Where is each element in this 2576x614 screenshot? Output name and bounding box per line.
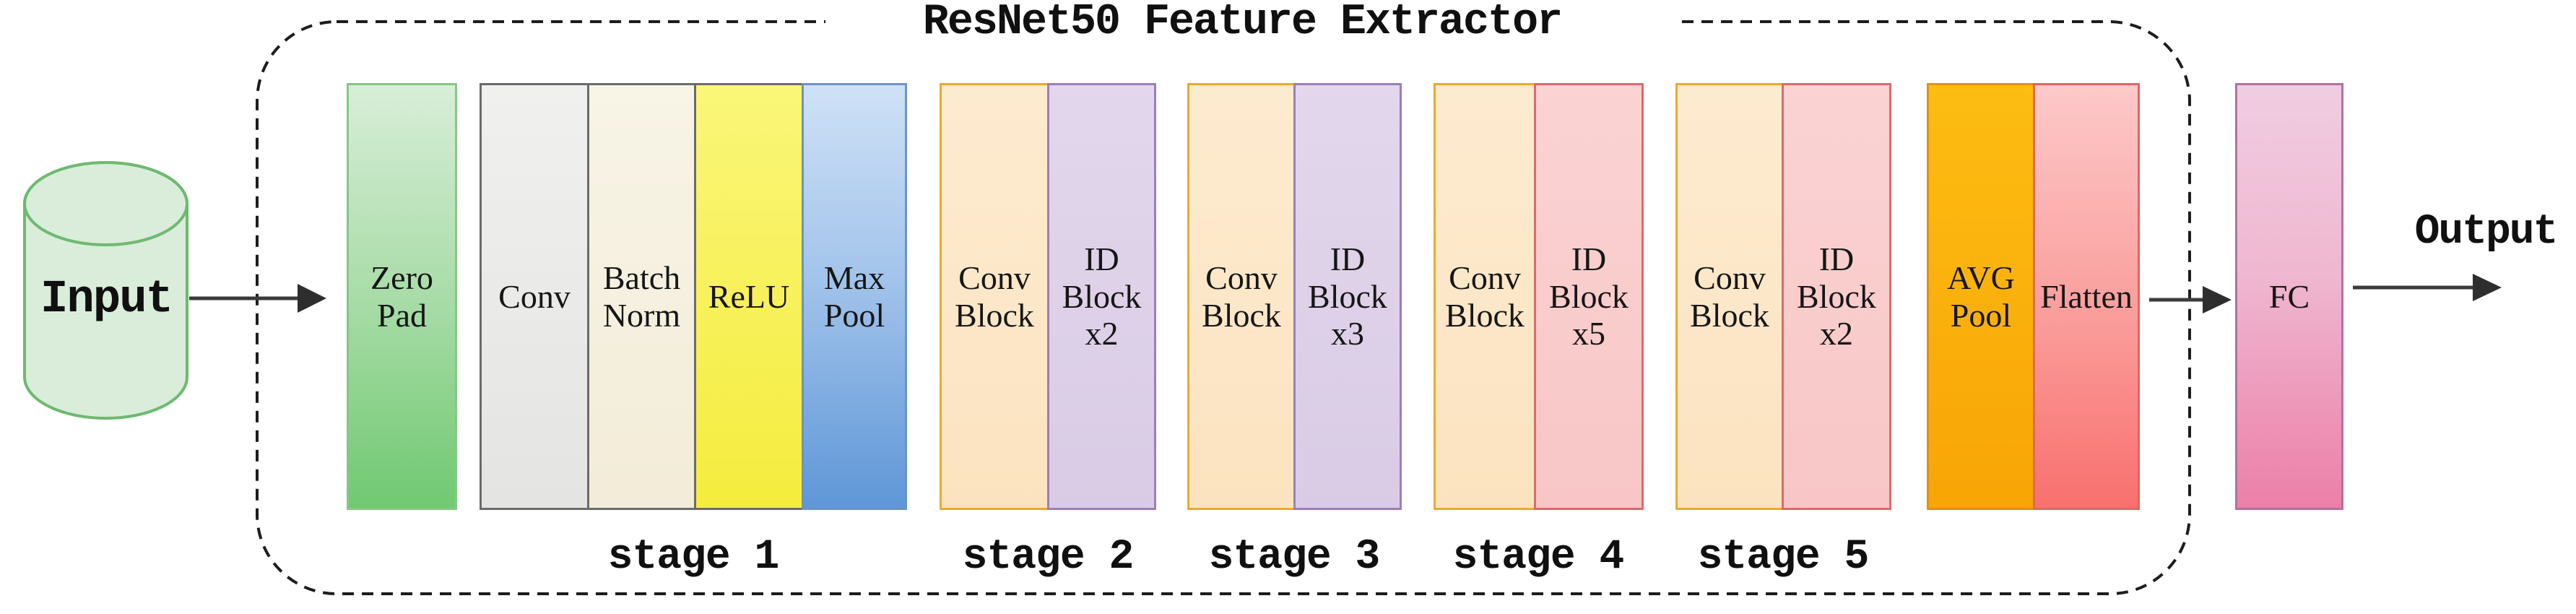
block-stage4-conv-block: Conv Block <box>1434 83 1536 510</box>
block-stage3-id-block: ID Block x3 <box>1293 83 1402 510</box>
block-conv: Conv <box>480 83 589 510</box>
block-stage5-id-block: ID Block x2 <box>1782 83 1891 510</box>
input-cylinder-icon <box>23 161 188 420</box>
block-stage5-conv-block: Conv Block <box>1675 83 1784 510</box>
block-avg-pool: AVG Pool <box>1927 83 2035 510</box>
stage-5-label: stage 5 <box>1697 534 1870 581</box>
block-fc: FC <box>2235 83 2343 510</box>
block-stage4-id-block: ID Block x5 <box>1534 83 1644 510</box>
block-batch-norm: Batch Norm <box>587 83 696 510</box>
block-stage3-conv-block: Conv Block <box>1187 83 1296 510</box>
output-arrow <box>2353 274 2502 301</box>
block-max-pool: Max Pool <box>802 83 907 510</box>
stage-4-label: stage 4 <box>1452 534 1625 581</box>
stage-2-label: stage 2 <box>962 534 1135 581</box>
flatten-to-fc-arrow <box>2149 286 2232 314</box>
input-label: Input <box>40 274 173 326</box>
feature-extractor-dashed-border <box>256 20 2191 595</box>
output-label: Output <box>2414 209 2559 256</box>
block-stage2-id-block: ID Block x2 <box>1047 83 1156 510</box>
block-zero-pad: Zero Pad <box>347 83 457 510</box>
stage-3-label: stage 3 <box>1208 534 1381 581</box>
block-relu: ReLU <box>694 83 804 510</box>
stage-1-label: stage 1 <box>607 534 780 581</box>
diagram-title: ResNet50 Feature Extractor <box>922 0 1563 47</box>
block-stage2-conv-block: Conv Block <box>940 83 1049 510</box>
block-flatten: Flatten <box>2033 83 2140 510</box>
input-arrow <box>189 284 326 313</box>
title-gap-mask <box>825 12 1678 33</box>
